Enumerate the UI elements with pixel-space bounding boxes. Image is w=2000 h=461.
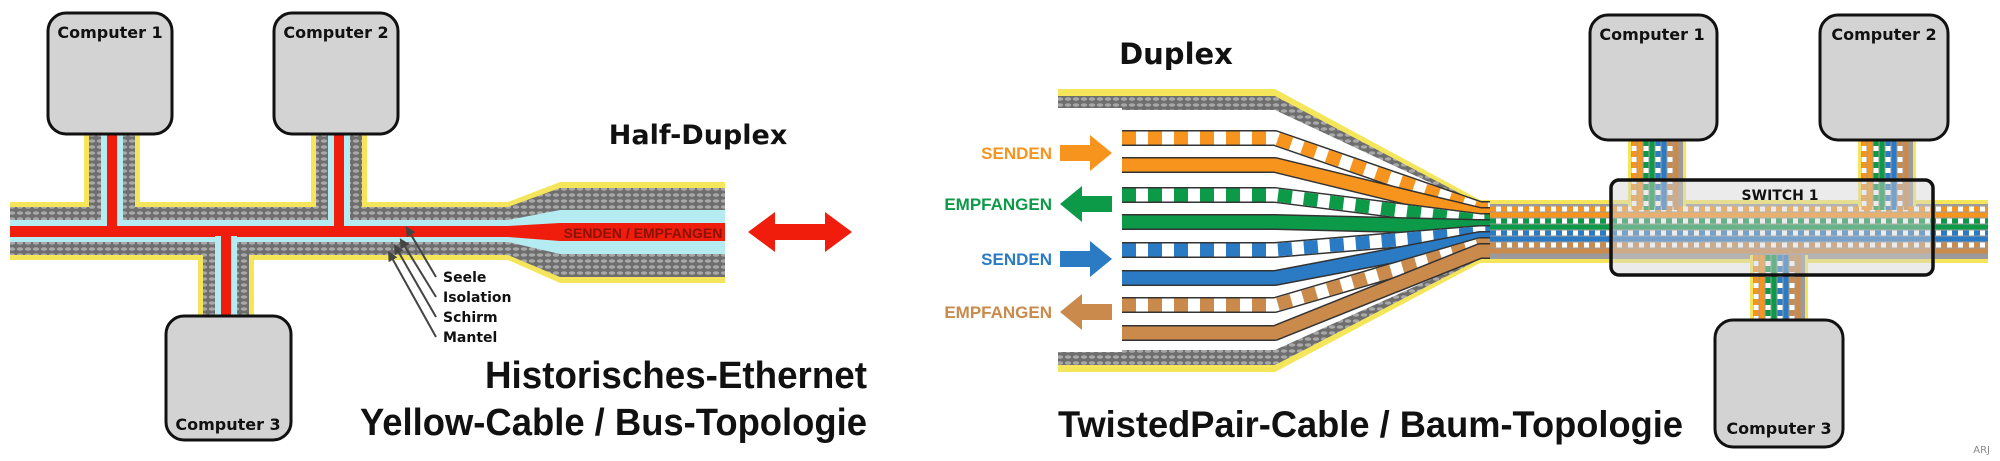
arrow-empfangen-green-icon <box>1060 186 1112 222</box>
computer-2-left: Computer 2 <box>272 11 400 136</box>
right-title: TwistedPair-Cable / Baum-Topologie <box>1058 404 1683 445</box>
arrow-senden-orange-icon <box>1060 135 1112 171</box>
computer-2-right: Computer 2 <box>1818 13 1950 142</box>
svg-text:Computer 1: Computer 1 <box>57 23 162 42</box>
signature: ARJ <box>1973 445 1990 456</box>
svg-text:Computer 3: Computer 3 <box>175 415 280 434</box>
svg-text:Computer 1: Computer 1 <box>1599 25 1704 44</box>
left-title-line1: Historisches-Ethernet <box>485 355 867 397</box>
bidirectional-arrow-icon <box>748 212 852 252</box>
wire <box>1122 244 1490 340</box>
computer-3-left: Computer 3 <box>164 314 293 442</box>
label-senden-1: SENDEN <box>981 144 1052 163</box>
svg-text:Computer 3: Computer 3 <box>1726 419 1831 438</box>
label-empfangen-2: EMPFANGEN <box>944 303 1052 322</box>
computer-1-left: Computer 1 <box>46 11 174 136</box>
layer-label-isolation: Isolation <box>443 290 511 306</box>
svg-text:SWITCH 1: SWITCH 1 <box>1742 188 1819 204</box>
arrow-senden-blue-icon <box>1060 241 1112 277</box>
twisted-pair-bundle <box>1058 89 1490 372</box>
layer-label-seele: Seele <box>443 270 486 286</box>
coax-bus <box>10 134 730 316</box>
layer-label-mantel: Mantel <box>443 330 497 346</box>
label-empfangen-1: EMPFANGEN <box>944 195 1052 214</box>
half-duplex-title: Half-Duplex <box>609 120 788 151</box>
layer-pointers <box>388 226 437 338</box>
left-title-line2: Yellow-Cable / Bus-Topologie <box>360 402 867 444</box>
layer-label-schirm: Schirm <box>443 310 498 326</box>
wire <box>1122 215 1490 234</box>
label-senden-2: SENDEN <box>981 250 1052 269</box>
arrow-empfangen-brown-icon <box>1060 294 1112 330</box>
svg-text:Computer 2: Computer 2 <box>1831 25 1936 44</box>
duplex-title: Duplex <box>1119 37 1233 71</box>
signal-label: SENDEN / EMPFANGEN <box>564 225 723 241</box>
tree-cabling <box>1490 140 1988 320</box>
computer-3-right: Computer 3 <box>1713 318 1845 449</box>
pair-arrows <box>1060 135 1112 330</box>
svg-text:Computer 2: Computer 2 <box>283 23 388 42</box>
switch-1: SWITCH 1 <box>1609 178 1935 277</box>
computer-1-right: Computer 1 <box>1588 13 1719 142</box>
